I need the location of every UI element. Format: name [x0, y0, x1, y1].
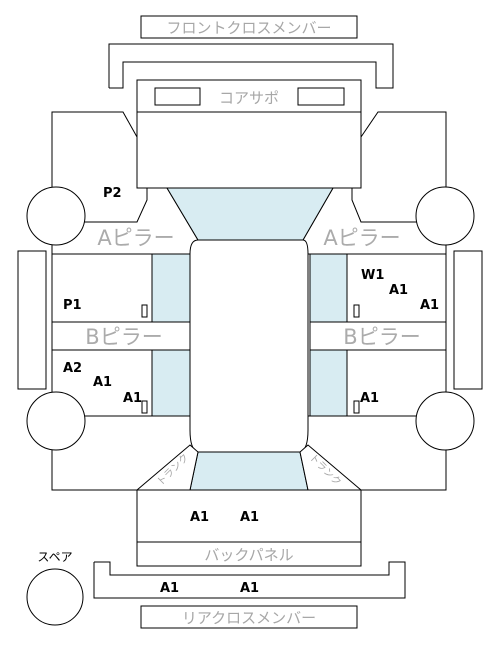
b-pillar-left-label: Bピラー — [85, 325, 162, 349]
code-cabin-right-lower: A1 — [360, 391, 379, 406]
windshield-glass — [166, 187, 334, 241]
code-cabin-left-lower-3: A1 — [123, 391, 142, 406]
door-handle-front-left — [141, 304, 148, 318]
door-handles — [141, 304, 360, 414]
code-front-left: P2 — [103, 186, 122, 201]
core-support-left-slot — [154, 87, 201, 106]
right-side-sill — [453, 250, 483, 390]
back-panel-label: バックパネル — [204, 546, 293, 564]
rear-cross-member-label-box — [140, 605, 358, 629]
core-support: コアサポ — [136, 79, 362, 113]
code-cabin-left-lower-2: A1 — [93, 375, 112, 390]
rear-right-wheel — [415, 391, 475, 451]
code-cabin-right-upper-3: A1 — [420, 298, 439, 313]
front-right-wheel — [415, 186, 475, 246]
code-cabin-right-upper-2: A1 — [389, 283, 408, 298]
front-cross-member: フロントクロスメンバー — [108, 15, 394, 89]
b-pillar-right: Bピラー — [309, 321, 447, 351]
front-left-wheel — [26, 186, 86, 246]
back-panel-box — [136, 541, 362, 567]
rear-left-wheel — [26, 391, 86, 451]
core-support-label: コアサポ — [219, 89, 279, 107]
rear-deck — [136, 489, 362, 543]
door-handle-rear-right — [353, 400, 360, 414]
code-rear-cross-2: A1 — [240, 581, 259, 596]
front-cross-member-label: フロントクロスメンバー — [166, 19, 331, 37]
rear-cross-member: リアクロスメンバー — [93, 561, 406, 629]
door-handle-rear-left — [141, 400, 148, 414]
roof-panel — [189, 239, 309, 453]
spare-tire-label: スペア — [37, 550, 72, 564]
code-cabin-left-lower-1: A2 — [63, 361, 82, 376]
front-cross-member-label-box — [140, 15, 358, 39]
code-rear-1: A1 — [190, 510, 209, 525]
a-pillar-left-label: Aピラー — [97, 226, 174, 250]
wheels — [26, 186, 475, 451]
code-rear-2: A1 — [240, 510, 259, 525]
spare-tire-circle — [26, 568, 84, 626]
b-pillar-right-label: Bピラー — [343, 325, 420, 349]
a-pillar-right-label: Aピラー — [323, 226, 400, 250]
spare-tire: スペア — [26, 550, 84, 626]
rear-cross-member-label: リアクロスメンバー — [182, 609, 316, 627]
code-cabin-right-upper-1: W1 — [361, 268, 384, 283]
code-rear-cross-1: A1 — [160, 581, 179, 596]
damage-codes: P2 P1 W1 A1 A1 A2 A1 A1 A1 A1 A1 A1 A1 — [63, 186, 439, 596]
rear-cross-member-bracket — [93, 561, 406, 599]
rear-section: トランク トランク バックパネル — [135, 444, 363, 567]
front-cross-member-bracket — [108, 43, 394, 89]
core-support-right-slot — [297, 87, 345, 106]
code-cabin-left-upper: P1 — [63, 298, 82, 313]
door-handle-front-right — [353, 304, 360, 318]
b-pillar-left: Bピラー — [51, 321, 191, 351]
rear-window-glass — [189, 451, 309, 491]
left-side-sill — [17, 250, 47, 390]
